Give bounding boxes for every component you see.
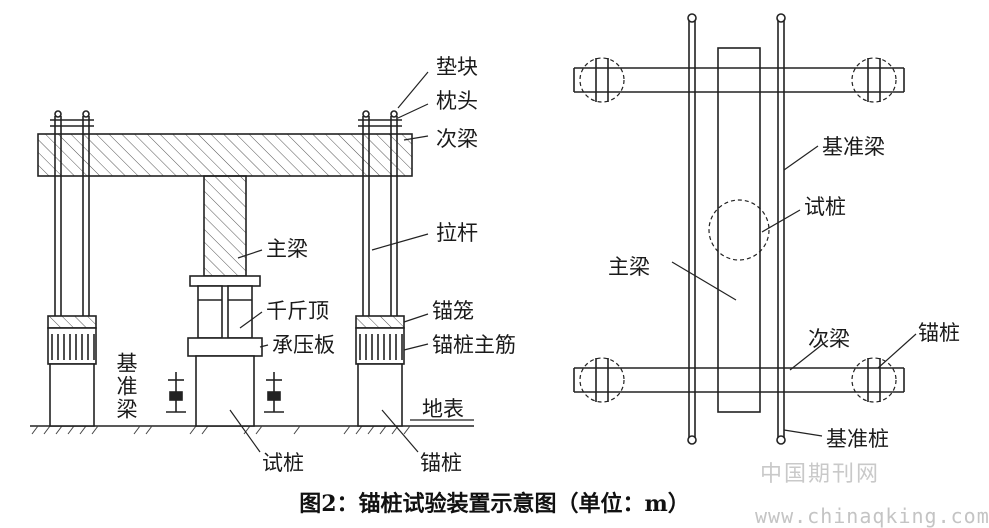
- label-jack: 千斤顶: [266, 299, 329, 323]
- label-anchor-pile-side: 锚桩: [420, 451, 462, 475]
- label-pad-block: 垫块: [436, 55, 478, 79]
- label-pillow-head: 枕头: [436, 89, 478, 113]
- anchor-pile-plan-tl: [579, 57, 625, 103]
- label-tie-rod: 拉杆: [436, 221, 478, 245]
- label-ground-surface: 地表: [422, 397, 464, 421]
- ground-hatch: [31, 425, 411, 435]
- jack-left: [197, 285, 223, 339]
- label-secondary-beam-side: 次梁: [436, 127, 478, 151]
- plan-view: [573, 13, 917, 445]
- anchor-pile-right: [355, 110, 405, 427]
- label-reference-beam-plan: 基准梁: [822, 135, 885, 159]
- label-reference-pile: 基准桩: [826, 427, 889, 451]
- reference-beam-support-right: [264, 372, 284, 413]
- label-bearing-plate: 承压板: [272, 333, 335, 357]
- label-anchor-cage: 锚笼: [432, 299, 474, 323]
- reference-beam-right: [776, 13, 786, 445]
- anchor-pile-plan-br: [851, 357, 897, 403]
- watermark-url: www.chinaqking.com: [755, 504, 989, 528]
- label-test-pile-plan: 试桩: [804, 195, 846, 219]
- anchor-pile-plan-tr: [851, 57, 897, 103]
- secondary-beam: [37, 133, 413, 177]
- reference-beam-support-left: [166, 372, 186, 413]
- reference-beam-left: [687, 13, 697, 445]
- label-test-pile-side: 试桩: [262, 451, 304, 475]
- label-reference-beam-side: 基准梁: [114, 352, 138, 421]
- jack-top-plate: [189, 275, 261, 287]
- label-main-beam-plan: 主梁: [608, 255, 650, 279]
- watermark-site-name: 中国期刊网: [760, 462, 881, 487]
- leader-lines-side: [229, 71, 474, 453]
- figure-caption: 图2：锚桩试验装置示意图（单位：m）: [299, 491, 690, 517]
- label-anchor-pile-plan: 锚桩: [918, 321, 960, 345]
- leader-lines-plan: [671, 145, 917, 437]
- side-view: [30, 71, 474, 453]
- label-secondary-beam-plan: 次梁: [808, 327, 850, 351]
- main-beam: [203, 175, 247, 277]
- jack-right: [227, 285, 253, 339]
- bearing-plate: [187, 337, 263, 357]
- anchor-pile-left: [47, 110, 97, 427]
- test-pile-plan: [708, 199, 770, 261]
- test-pile: [195, 355, 255, 427]
- label-anchor-pile-rebar: 锚桩主筋: [432, 333, 516, 357]
- anchor-pile-plan-bl: [579, 357, 625, 403]
- main-beam-plan: [717, 47, 761, 413]
- label-main-beam-side: 主梁: [266, 237, 308, 261]
